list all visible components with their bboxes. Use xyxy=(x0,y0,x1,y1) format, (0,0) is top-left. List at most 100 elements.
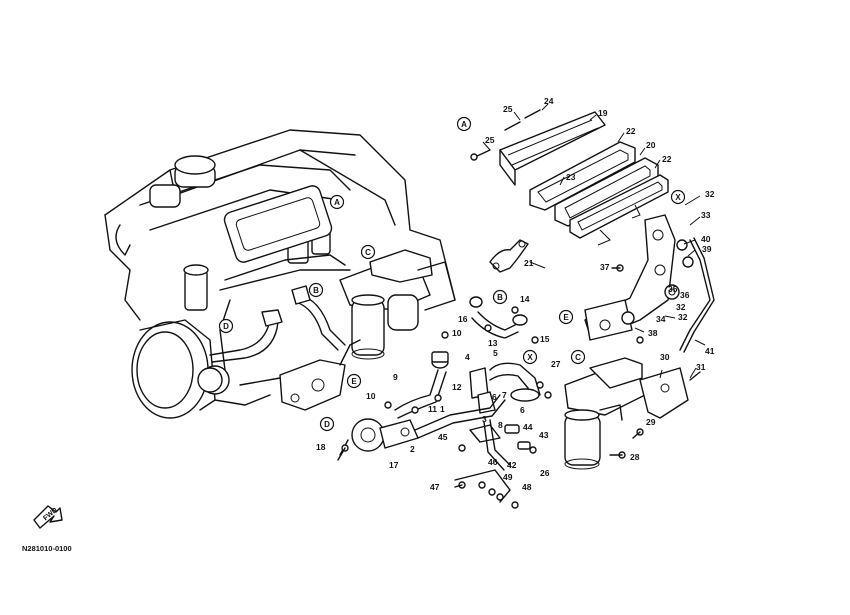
ref-marker-circle-d-1 xyxy=(218,318,234,334)
oil-pipe-46 xyxy=(454,419,531,503)
ref-marker-a-1: A xyxy=(334,198,340,207)
diagram-code: N281010-0100 xyxy=(22,544,72,553)
part-number-32: 32 xyxy=(705,189,715,199)
ref-marker-a-2: A xyxy=(461,120,467,129)
engine-block xyxy=(104,129,456,419)
small-bolts xyxy=(337,264,644,509)
part-number-32-2: 32 xyxy=(676,302,686,312)
oil-filter-assembly-left xyxy=(339,249,456,360)
part-number-41: 41 xyxy=(705,346,715,356)
oil-filter-assembly-right xyxy=(564,357,646,470)
part-number-27: 27 xyxy=(551,359,561,369)
part-number-20: 20 xyxy=(646,140,656,150)
bracket-e-right xyxy=(584,214,715,353)
part-number-39: 39 xyxy=(702,244,712,254)
ref-marker-x-2: X xyxy=(675,193,681,202)
ref-marker-circle-a-2 xyxy=(456,116,472,132)
oil-pipe-1 xyxy=(414,394,506,443)
part-number-17: 17 xyxy=(389,460,399,470)
ref-marker-c-1: C xyxy=(365,248,371,257)
part-number-14: 14 xyxy=(520,294,530,304)
part-number-4: 4 xyxy=(465,352,470,362)
part-number-25: 25 xyxy=(503,104,513,114)
ref-marker-circle-e-1 xyxy=(346,373,362,389)
ref-marker-b-1: B xyxy=(313,286,319,295)
part-number-3: 3 xyxy=(482,414,487,424)
ref-marker-c-2: C xyxy=(575,353,581,362)
ref-marker-d-1: D xyxy=(223,322,229,331)
oil-pipe-9 xyxy=(394,351,449,419)
ref-marker-circle-x-2 xyxy=(670,189,686,205)
part-number-34: 34 xyxy=(656,314,666,324)
oil-hose-x xyxy=(489,362,541,402)
ref-marker-e-2: E xyxy=(563,313,569,322)
part-number-5: 5 xyxy=(493,348,498,358)
part-number-6: 6 xyxy=(492,392,497,402)
ref-marker-circle-b-1 xyxy=(308,282,324,298)
ref-marker-circle-c-1 xyxy=(360,244,376,260)
part-number-2: 2 xyxy=(410,444,415,454)
oil-pipe-d xyxy=(197,309,283,395)
part-number-24: 24 xyxy=(544,96,554,106)
part-number-31: 31 xyxy=(696,362,706,372)
part-number-10: 10 xyxy=(452,328,462,338)
part-number-16: 16 xyxy=(458,314,468,324)
part-number-44: 44 xyxy=(523,422,533,432)
part-number-15: 15 xyxy=(540,334,550,344)
part-number-12: 12 xyxy=(452,382,462,392)
part-number-25-2: 25 xyxy=(485,135,495,145)
part-number-11: 11 xyxy=(428,404,437,414)
ref-marker-b-2: B xyxy=(497,293,503,302)
part-number-46: 46 xyxy=(488,457,498,467)
part-number-42: 42 xyxy=(507,460,517,470)
part-number-29: 29 xyxy=(646,417,656,427)
part-number-7: 7 xyxy=(502,390,507,400)
ref-marker-circle-b-2 xyxy=(492,289,508,305)
oil-pipe-b xyxy=(291,285,346,351)
part-number-32-3: 32 xyxy=(678,312,688,322)
part-number-45: 45 xyxy=(438,432,448,442)
ref-marker-d-2: D xyxy=(324,420,330,429)
part-number-47: 47 xyxy=(430,482,440,492)
ref-marker-circle-e-2 xyxy=(558,309,574,325)
part-number-38: 38 xyxy=(648,328,658,338)
part-number-40: 40 xyxy=(701,234,711,244)
part-number-49: 49 xyxy=(503,472,513,482)
ref-marker-circle-d-2 xyxy=(319,416,335,432)
ref-marker-x-1: X xyxy=(527,353,533,362)
part-number-33: 33 xyxy=(701,210,711,220)
part-number-21: 21 xyxy=(524,258,534,268)
ref-marker-circle-x-1 xyxy=(522,349,538,365)
part-number-1: 1 xyxy=(440,404,445,414)
bracket-21 xyxy=(489,239,529,273)
part-number-30: 30 xyxy=(660,352,670,362)
part-number-43: 43 xyxy=(539,430,549,440)
part-number-9: 9 xyxy=(393,372,398,382)
part-number-8: 8 xyxy=(498,420,503,430)
bolts-24-25 xyxy=(470,109,541,161)
oil-pipe-13 xyxy=(469,296,528,339)
part-number-10-2: 10 xyxy=(366,391,376,401)
leader-lines xyxy=(482,103,706,379)
part-number-37: 37 xyxy=(600,262,610,272)
ref-marker-circle-a-1 xyxy=(329,194,345,210)
part-number-13: 13 xyxy=(488,338,498,348)
ref-marker-circle-c-2 xyxy=(570,349,586,365)
oil-pump-gear xyxy=(339,418,419,456)
part-number-28: 28 xyxy=(630,452,640,462)
part-number-48: 48 xyxy=(522,482,532,492)
bracket-30 xyxy=(639,367,701,419)
part-number-6-2: 6 xyxy=(520,405,525,415)
part-number-22: 22 xyxy=(626,126,636,136)
part-number-18: 18 xyxy=(316,442,326,452)
part-number-36: 36 xyxy=(680,290,690,300)
fwd-arrow-icon xyxy=(33,505,63,529)
valve-cover-a xyxy=(499,111,669,246)
part-number-23: 23 xyxy=(566,172,576,182)
part-number-26: 26 xyxy=(540,468,550,478)
part-number-19: 19 xyxy=(598,108,608,118)
part-number-22-2: 22 xyxy=(662,154,672,164)
